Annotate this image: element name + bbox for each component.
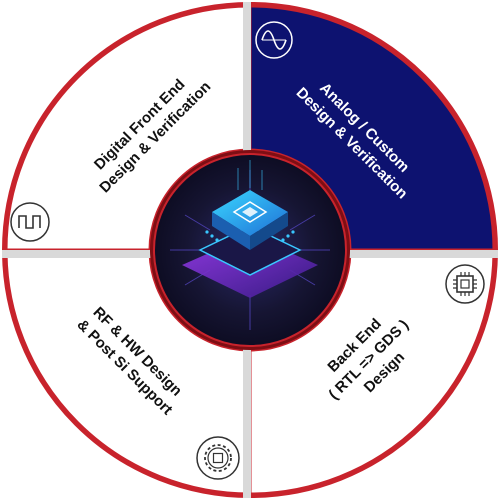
divider-vertical-top xyxy=(243,2,251,160)
chip-icon xyxy=(445,264,485,304)
divider-horizontal-left xyxy=(2,250,160,258)
gear-chip-icon xyxy=(196,436,240,480)
divider-horizontal-right xyxy=(340,250,498,258)
square-wave-icon xyxy=(10,202,50,242)
center-chip-image xyxy=(150,150,350,350)
sine-wave-icon xyxy=(255,21,293,59)
divider-vertical-bottom xyxy=(243,340,251,498)
